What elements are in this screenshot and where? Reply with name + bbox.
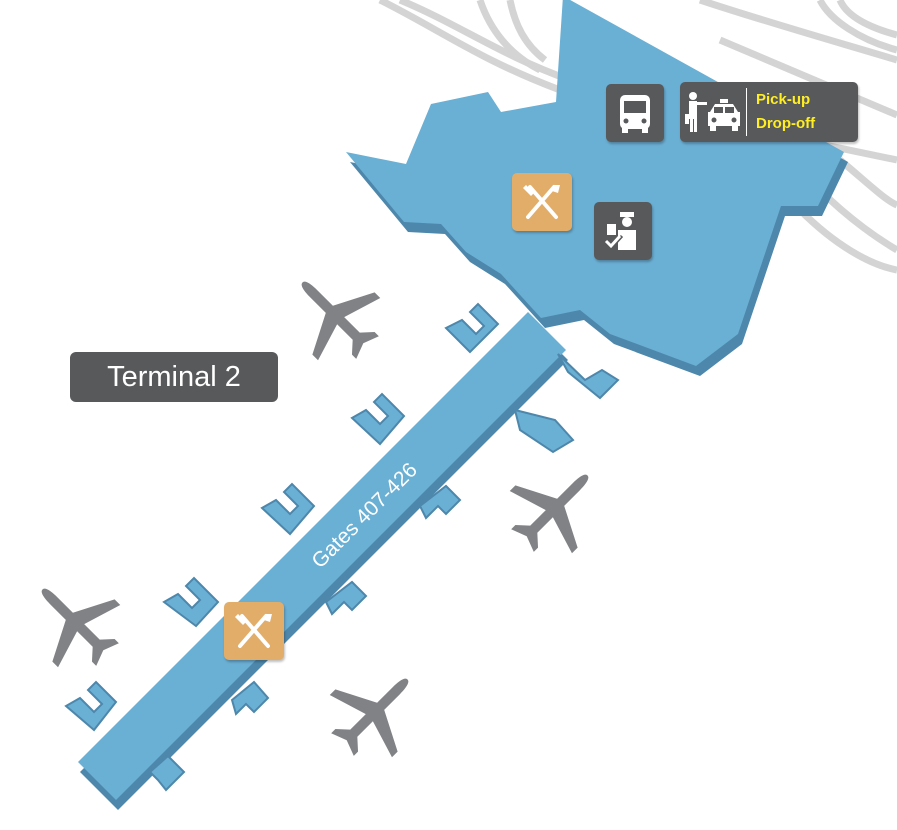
airplane-icon <box>301 281 381 361</box>
bus-icon[interactable] <box>606 84 664 142</box>
pickup-label: Pick-up <box>756 91 811 108</box>
taxi-icon <box>685 92 740 132</box>
airplane-icon <box>329 678 409 758</box>
customs-icon[interactable] <box>594 202 652 260</box>
airplane-icon <box>509 474 589 554</box>
pickup-dropoff-sign[interactable]: Pick-up Drop-off <box>680 82 858 142</box>
airplane-icon <box>41 588 121 668</box>
restaurant-icon[interactable] <box>512 173 572 231</box>
dropoff-label: Drop-off <box>756 115 816 132</box>
sign-divider <box>746 88 747 136</box>
restaurant-icon[interactable] <box>224 602 284 660</box>
airplanes <box>41 281 589 758</box>
roads <box>378 0 897 274</box>
terminal-building <box>346 0 848 376</box>
concourse <box>64 302 620 810</box>
terminal-label: Terminal 2 <box>70 352 278 402</box>
